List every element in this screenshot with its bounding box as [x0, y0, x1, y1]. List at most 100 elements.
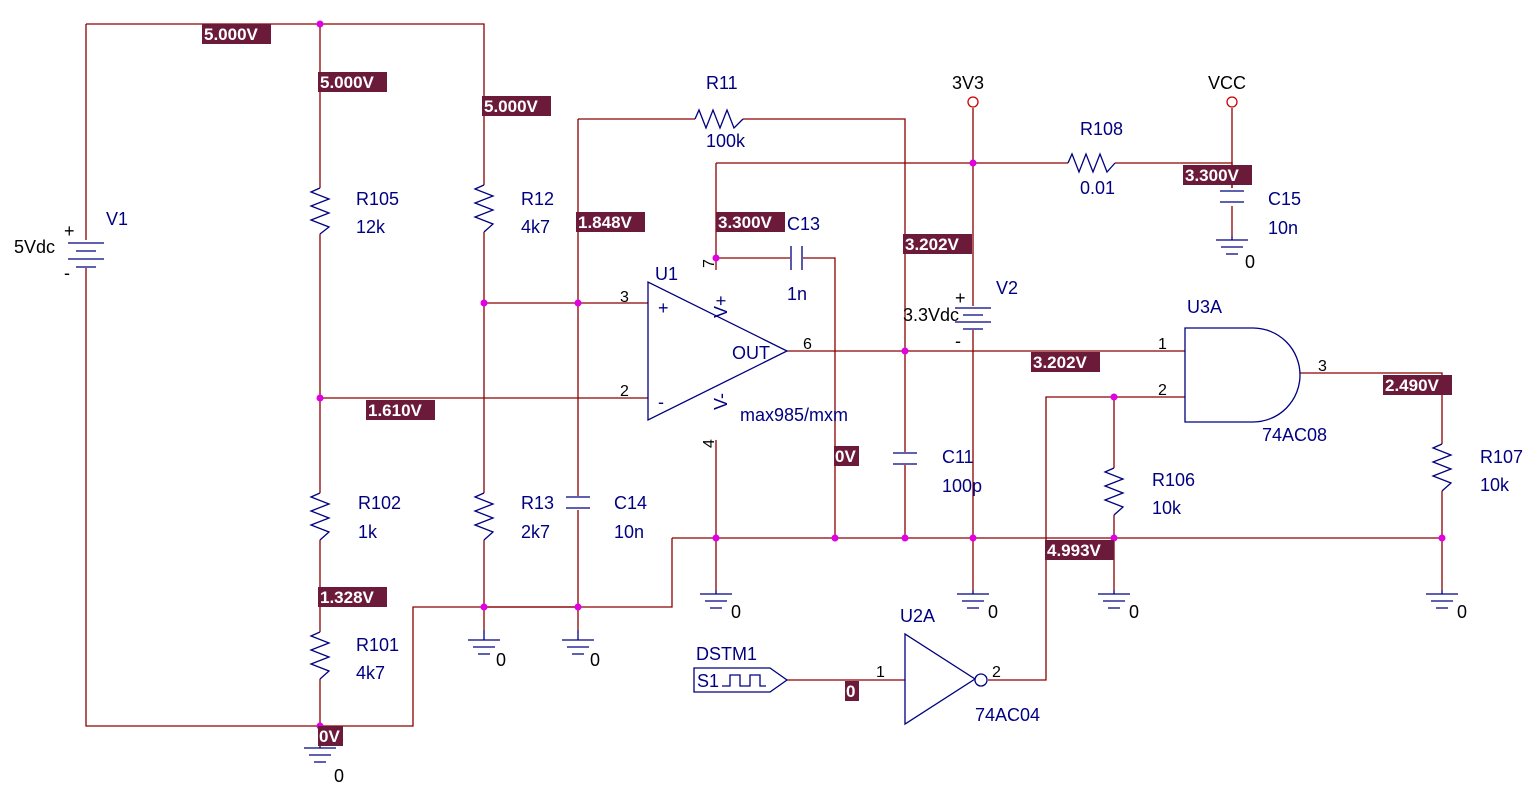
u3a-pin1: 1 — [1158, 336, 1167, 353]
u1-pin7: 7 — [701, 259, 718, 268]
ground-label: 0 — [731, 602, 741, 622]
u1-pin2: 2 — [620, 383, 629, 400]
c15-value: 10n — [1268, 218, 1298, 238]
ground-symbol: 0 — [957, 590, 998, 622]
dstm1-value: S1 — [697, 671, 719, 691]
v2-source[interactable]: + - V2 3.3Vdc — [903, 278, 1018, 351]
u1-vplus-label: V+ — [711, 295, 731, 318]
u1-pin4: 4 — [701, 439, 718, 448]
voltage-label: 0V — [834, 446, 859, 466]
u3a-pin3: 3 — [1318, 358, 1327, 375]
port-3v3-label: 3V3 — [952, 73, 984, 93]
c15-ref: C15 — [1268, 189, 1301, 209]
inverter-u2a[interactable]: U2A 74AC04 1 2 — [876, 606, 1040, 726]
ground-symbol: 0 — [468, 630, 506, 670]
svg-text:5.000V: 5.000V — [204, 25, 259, 44]
voltage-label: 1.848V — [576, 212, 645, 232]
resistor-r108[interactable]: R108 0.01 — [1067, 119, 1123, 198]
and-gate-u3a[interactable]: U3A 74AC08 1 2 3 — [1158, 297, 1327, 445]
ground-symbol: 0 — [700, 590, 741, 622]
svg-text:3.202V: 3.202V — [1033, 353, 1088, 372]
ground-symbol: 0 — [1426, 590, 1467, 622]
r101-ref: R101 — [356, 635, 399, 655]
voltage-label: 1.610V — [366, 400, 435, 420]
svg-text:4.993V: 4.993V — [1047, 541, 1102, 560]
r106-value: 10k — [1152, 498, 1182, 518]
ground-label: 0 — [590, 650, 600, 670]
u1-out-label: OUT — [732, 343, 770, 363]
capacitor-c13[interactable]: C13 1n — [787, 214, 820, 304]
resistor-r12[interactable]: R12 4k7 — [473, 184, 554, 237]
r102-value: 1k — [358, 522, 378, 542]
resistor-r13[interactable]: R13 2k7 — [473, 492, 554, 542]
resistor-r106[interactable]: R106 10k — [1103, 467, 1195, 518]
port-vcc-label: VCC — [1208, 73, 1246, 93]
r11-ref: R11 — [706, 73, 738, 93]
c13-value: 1n — [787, 284, 807, 304]
u1-vminus-label: V- — [711, 393, 731, 410]
r107-ref: R107 — [1480, 447, 1523, 467]
junctions — [316, 20, 1446, 730]
ground-label: 0 — [1129, 602, 1139, 622]
stimulus-dstm1[interactable]: DSTM1 S1 — [693, 644, 789, 693]
v2-plus-sign: + — [955, 288, 966, 308]
capacitor-c14[interactable]: C14 10n — [566, 493, 647, 542]
voltage-label: 2.490V — [1383, 375, 1452, 395]
svg-text:5.000V: 5.000V — [484, 97, 539, 116]
u2a-value: 74AC04 — [975, 705, 1040, 725]
r108-ref: R108 — [1080, 119, 1123, 139]
r107-value: 10k — [1480, 475, 1510, 495]
svg-text:3.202V: 3.202V — [905, 235, 960, 254]
v2-ref: V2 — [996, 278, 1018, 298]
port-vcc[interactable]: VCC — [1208, 73, 1246, 108]
u3a-value: 74AC08 — [1262, 425, 1327, 445]
port-3v3[interactable]: 3V3 — [952, 73, 984, 108]
v1-plus-sign: + — [64, 221, 75, 241]
u2a-pin1: 1 — [876, 664, 885, 681]
u3a-pin2: 2 — [1158, 382, 1167, 399]
voltage-label: 5.000V — [482, 96, 551, 116]
voltage-markers: 5.000V 5.000V 5.000V 1.848V 3.300V 3.202… — [202, 24, 1452, 746]
capacitor-c15[interactable]: C15 10n — [1220, 189, 1301, 238]
resistor-r101[interactable]: R101 4k7 — [309, 631, 399, 683]
r105-value: 12k — [356, 217, 386, 237]
opamp-u1[interactable]: U1 + - OUT V+ V- max985/mxm 3 2 6 7 4 — [620, 259, 848, 448]
capacitor-c11[interactable]: C11 100p — [893, 447, 982, 496]
svg-text:2.490V: 2.490V — [1385, 376, 1440, 395]
voltage-label: 3.300V — [1183, 165, 1252, 185]
u1-plus-sign: + — [658, 298, 669, 318]
dstm1-ref: DSTM1 — [696, 644, 757, 664]
svg-text:1.328V: 1.328V — [320, 588, 375, 607]
wires — [85, 23, 1443, 738]
v1-source[interactable]: + - V1 5Vdc — [14, 209, 128, 283]
voltage-label: 5.000V — [318, 72, 387, 92]
v1-value: 5Vdc — [14, 237, 55, 257]
svg-text:5.000V: 5.000V — [320, 73, 375, 92]
ground-label: 0 — [988, 602, 998, 622]
voltage-label: 0V — [318, 726, 343, 746]
resistor-r102[interactable]: R102 1k — [309, 492, 401, 542]
svg-text:3.300V: 3.300V — [1185, 166, 1240, 185]
grounds: 0 0 0 0 0 0 0 0 — [304, 236, 1467, 786]
r102-ref: R102 — [358, 493, 401, 513]
r108-value: 0.01 — [1080, 178, 1115, 198]
r11-value: 100k — [706, 131, 746, 151]
voltage-label: 5.000V — [202, 24, 271, 44]
voltage-label: 3.300V — [716, 212, 785, 232]
resistor-r11[interactable]: R11 100k — [694, 73, 746, 151]
u3a-ref: U3A — [1187, 297, 1222, 317]
ground-label: 0 — [334, 766, 344, 786]
r12-value: 4k7 — [521, 217, 550, 237]
ground-label: 0 — [1245, 252, 1255, 272]
c11-ref: C11 — [942, 447, 974, 467]
voltage-label: 3.202V — [903, 234, 972, 254]
resistor-r105[interactable]: R105 12k — [309, 187, 399, 237]
svg-text:0V: 0V — [319, 727, 340, 746]
c14-value: 10n — [614, 522, 644, 542]
r12-ref: R12 — [521, 189, 554, 209]
u1-pin6: 6 — [803, 336, 812, 353]
u2a-ref: U2A — [900, 606, 935, 626]
u1-ref: U1 — [655, 264, 678, 284]
resistor-r107[interactable]: R107 10k — [1431, 443, 1523, 495]
